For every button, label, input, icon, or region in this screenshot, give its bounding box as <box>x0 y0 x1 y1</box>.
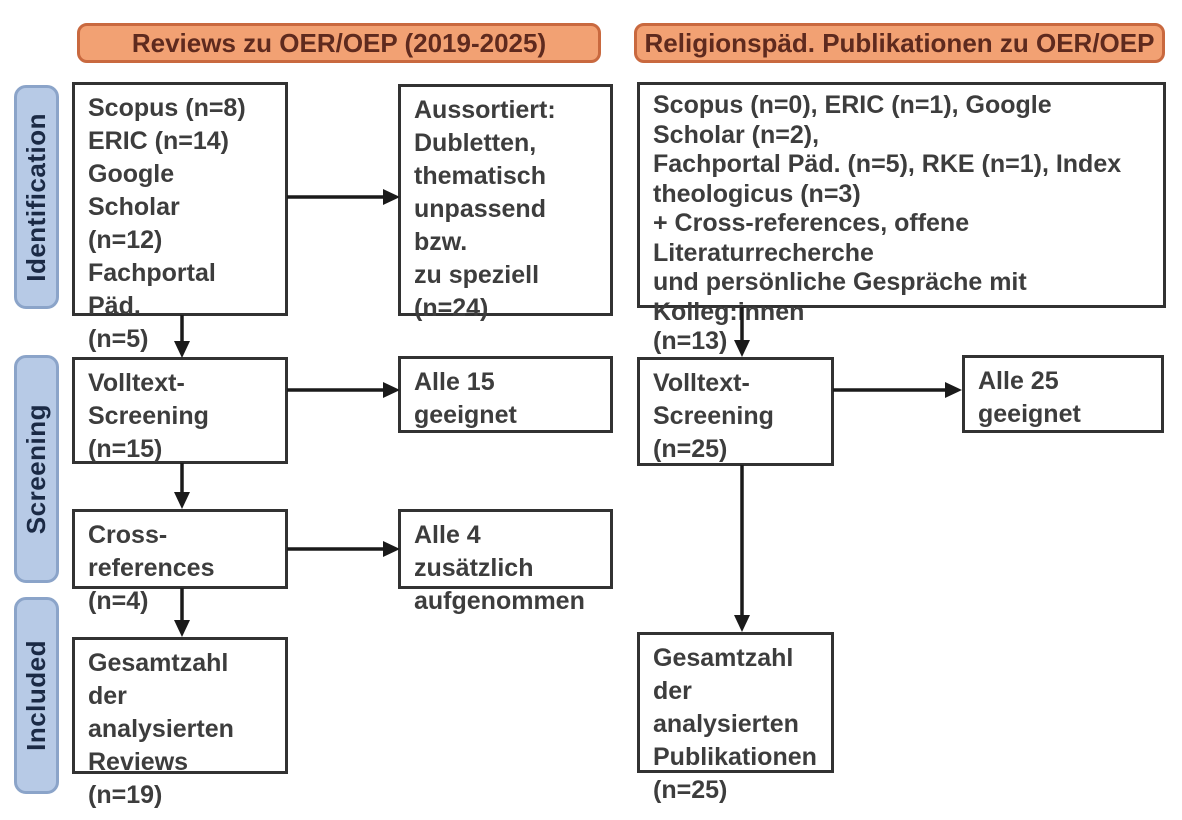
stage-label-identification-text: Identification <box>21 112 51 282</box>
stage-label-included: Included <box>14 597 59 794</box>
arrow-right-fulltext-to-included <box>734 465 750 632</box>
arrow-left-crossref-to-result <box>287 541 400 557</box>
box-right-fulltext: Volltext- Screening (n=25) <box>637 357 834 466</box>
box-right-sources: Scopus (n=0), ERIC (n=1), Google Scholar… <box>637 82 1166 385</box>
stage-label-included-text: Included <box>21 640 51 751</box>
arrow-left-sources-to-fulltext <box>174 315 190 358</box>
box-right-fulltext-result: Alle 25 geeignet <box>962 355 1164 433</box>
box-left-fulltext: Volltext- Screening (n=15) <box>72 357 288 464</box>
arrow-left-sources-to-excluded <box>287 189 400 205</box>
box-left-fulltext-result: Alle 15 geeignet <box>398 356 613 433</box>
arrow-left-fulltext-to-crossref <box>174 463 190 509</box>
arrow-right-fulltext-to-result <box>833 382 962 398</box>
stage-label-identification: Identification <box>14 85 59 309</box>
stage-label-screening: Screening <box>14 355 59 583</box>
column-header-reviews-label: Reviews zu OER/OEP (2019-2025) <box>131 27 547 58</box>
column-header-reviews: Reviews zu OER/OEP (2019-2025) <box>77 23 601 63</box>
box-right-included: Gesamtzahl der analysierten Publikatione… <box>637 632 834 804</box>
arrow-left-crossref-to-included <box>174 588 190 637</box>
stage-label-screening-text: Screening <box>21 403 51 535</box>
box-left-excluded: Aussortiert: Dubletten, thematisch unpas… <box>398 84 613 322</box>
arrow-left-fulltext-to-result <box>287 382 400 398</box>
column-header-religionspaed-label: Religionspäd. Publikationen zu OER/OEP <box>644 27 1155 58</box>
box-left-crossref-result: Alle 4 zusätzlich aufgenommen <box>398 509 613 615</box>
column-header-religionspaed: Religionspäd. Publikationen zu OER/OEP <box>634 23 1165 63</box>
box-left-sources: Scopus (n=8) ERIC (n=14) Google Scholar … <box>72 82 288 386</box>
box-left-crossref: Cross-references (n=4) <box>72 509 288 615</box>
box-left-included: Gesamtzahl der analysierten Reviews (n=1… <box>72 637 288 809</box>
